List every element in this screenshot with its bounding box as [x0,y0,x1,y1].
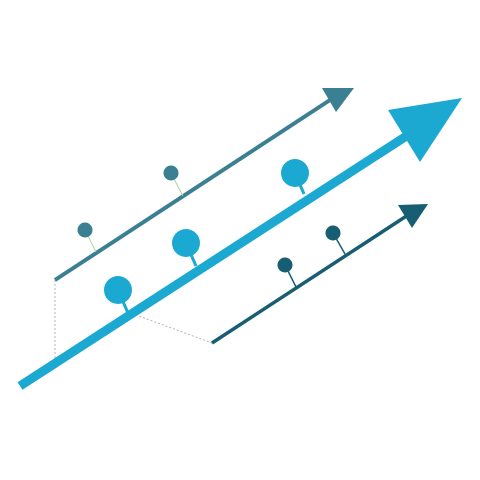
upper-pin-2 [163,165,179,181]
main-pin-1 [104,276,132,304]
main-arrow-head [388,98,462,162]
connector-bottom [127,311,213,344]
lower-pin-1 [277,257,293,273]
upper-arrow-shaft [53,98,332,282]
main-pin-3 [281,159,309,187]
main-arrow [17,98,462,390]
upper-arrow-head [322,88,354,112]
lower-arrow [211,204,428,345]
main-pin-2 [172,229,200,257]
lower-pin-2 [325,225,341,241]
lower-arrow-head [398,204,428,228]
lower-arrow-shaft [211,213,409,345]
main-arrow-shaft [17,131,411,390]
upper-arrow [53,88,354,282]
upper-pin-1 [77,222,93,238]
